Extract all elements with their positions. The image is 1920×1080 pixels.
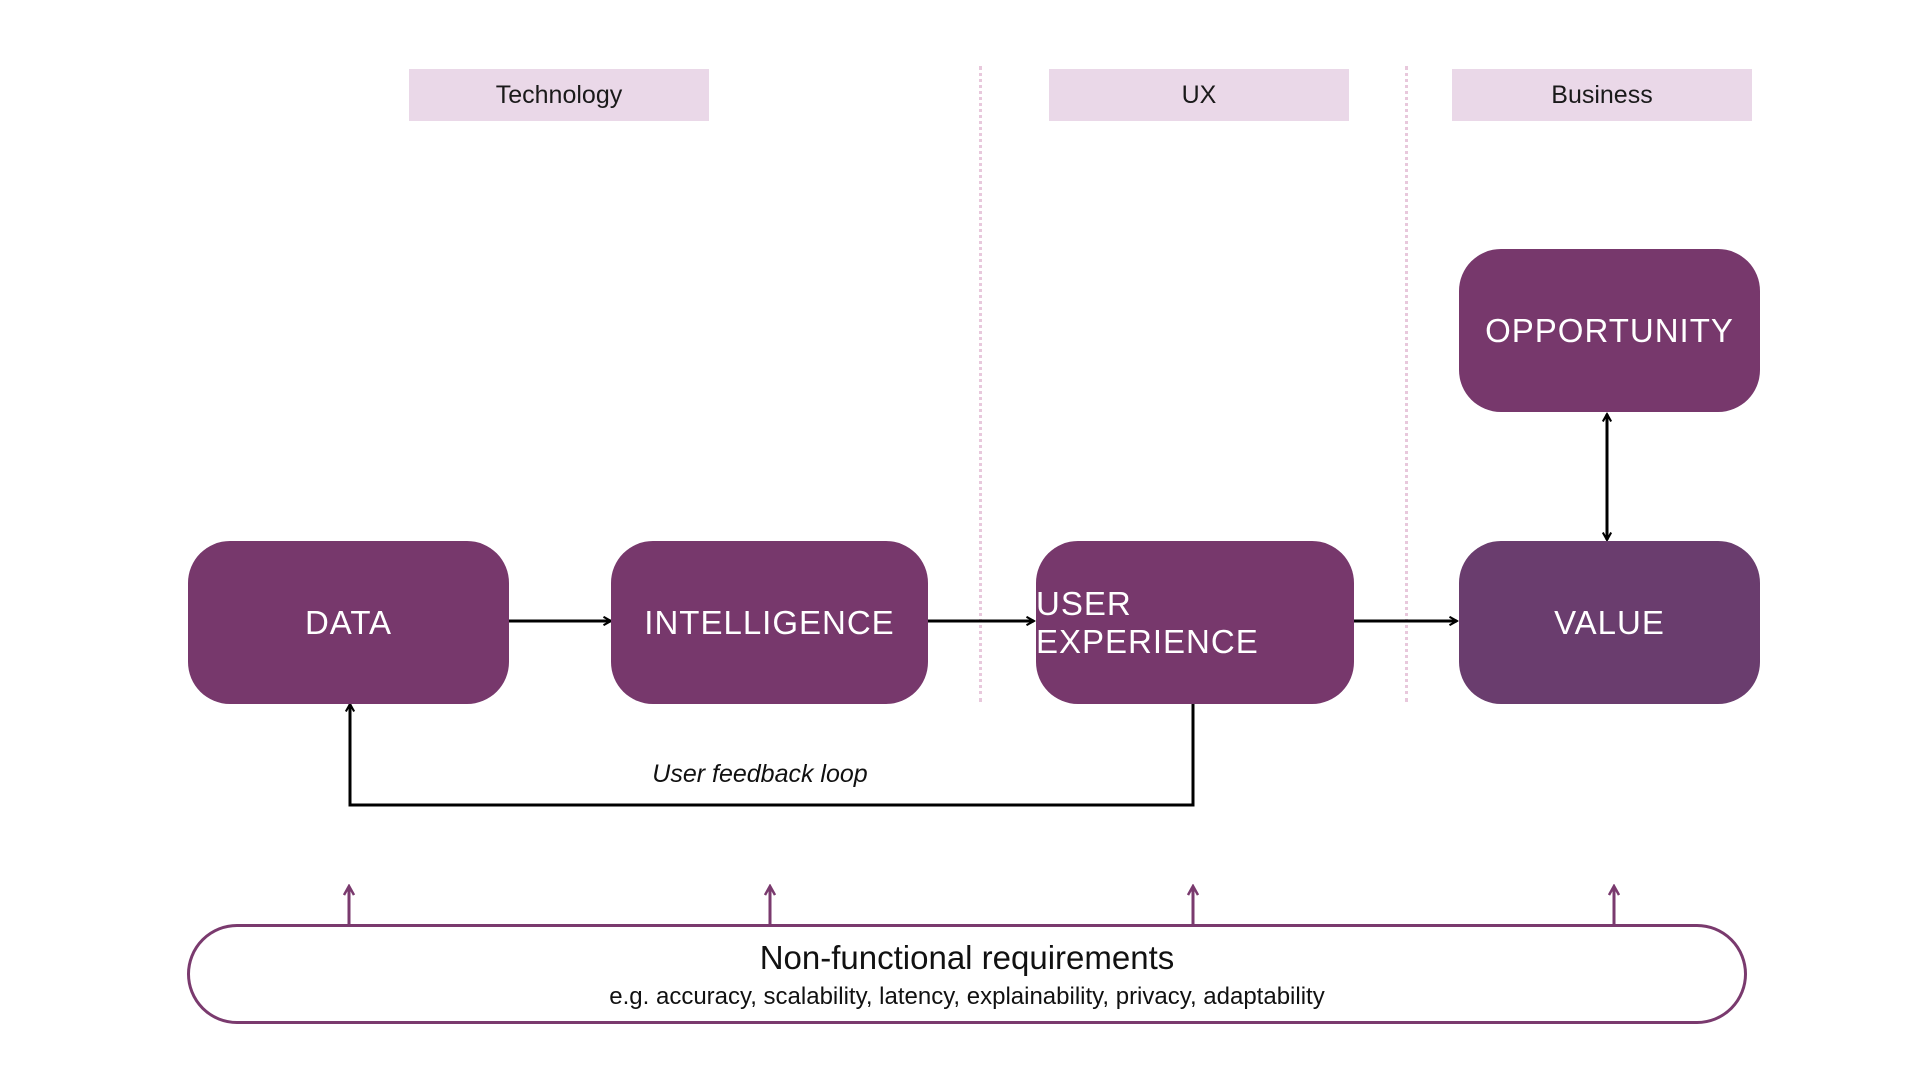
intelligence-box: INTELLIGENCE [611,541,928,704]
nfr-container: Non-functional requirements e.g. accurac… [187,924,1747,1024]
feedback-loop-label: User feedback loop [652,760,868,788]
value-box: VALUE [1459,541,1760,704]
feedback-loop-arrow [350,704,1195,807]
lane-label-technology: Technology [409,69,709,121]
lane-label-business: Business [1452,69,1752,121]
lane-divider-tech-ux [979,66,982,702]
opportunity-box: OPPORTUNITY [1459,249,1760,412]
nfr-title: Non-functional requirements [759,939,1175,976]
nfr-subtitle: e.g. accuracy, scalability, latency, exp… [609,983,1325,1010]
user-experience-box: USER EXPERIENCE [1036,541,1354,704]
lane-divider-ux-business [1405,66,1408,702]
data-box: DATA [188,541,509,704]
lane-label-ux: UX [1049,69,1349,121]
